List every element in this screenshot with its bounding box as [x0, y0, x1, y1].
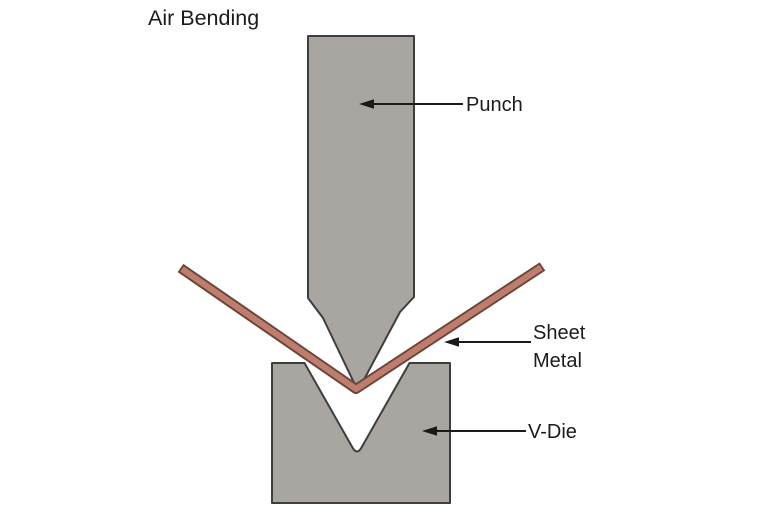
v-die-arrowhead-icon: [422, 426, 437, 436]
sheet-metal-arrowhead-icon: [444, 337, 459, 347]
v-die-label: V-Die: [528, 421, 577, 443]
v-die-shape: [271, 362, 451, 504]
punch-arrowhead-icon: [359, 99, 374, 109]
sheet-metal-label-line1: Sheet: [533, 322, 586, 344]
punch-label: Punch: [466, 94, 523, 116]
diagram-title: Air Bending: [148, 6, 259, 30]
sheet-metal-label-line2: Metal: [533, 350, 582, 372]
sheet-metal-shape: [180, 264, 543, 393]
